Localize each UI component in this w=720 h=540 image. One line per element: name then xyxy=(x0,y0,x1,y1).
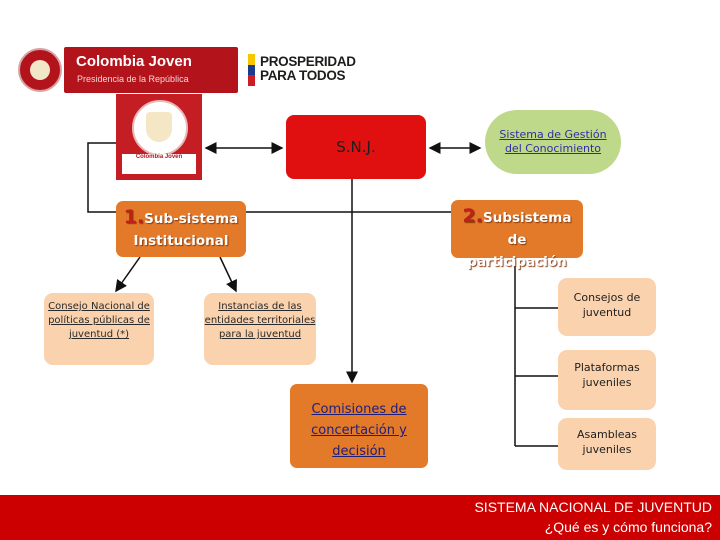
snj-box: S.N.J. xyxy=(286,115,426,179)
consejos-juventud-box: Consejos de juventud xyxy=(558,278,656,336)
consejo-nacional-box[interactable]: Consejo Nacional de políticas públicas d… xyxy=(44,293,154,365)
asambleas-box: Asambleas juveniles xyxy=(558,418,656,470)
footer-subtitle: ¿Qué es y cómo funciona? xyxy=(544,519,712,535)
consejo-nacional-link[interactable]: Consejo Nacional de políticas públicas d… xyxy=(48,301,150,340)
plataformas-label: Plataformas juveniles xyxy=(574,361,640,389)
subsystem-participation-box: 2.Subsistema de participación xyxy=(451,200,583,270)
sub2-number: 2. xyxy=(462,205,483,227)
sub2-title-line1: Subsistema de xyxy=(482,210,572,248)
snj-label: S.N.J. xyxy=(336,138,376,156)
prosperidad-line-2: PARA TODOS xyxy=(260,68,346,83)
coat-of-arms-icon xyxy=(132,100,188,156)
brand-subtitle: Presidencia de la República xyxy=(77,74,189,84)
brand-title: Colombia Joven xyxy=(76,53,192,70)
knowledge-system-link[interactable]: Sistema de Gestión del Conocimiento xyxy=(499,128,607,155)
sub1-to-consejo-arrow xyxy=(115,256,141,293)
sub1-title-line1: Sub-sistema xyxy=(144,211,239,227)
colombia-seal-icon xyxy=(18,48,62,92)
comisiones-link[interactable]: Comisiones de concertación y decisión xyxy=(311,402,407,459)
footer-title: SISTEMA NACIONAL DE JUVENTUD xyxy=(474,499,712,515)
logo-to-sub1-line xyxy=(87,142,118,213)
colombia-joven-logo xyxy=(64,47,238,93)
comisiones-box[interactable]: Comisiones de concertación y decisión xyxy=(290,384,428,468)
sub1-to-instancias-arrow xyxy=(219,256,237,293)
sub2-title-line2: participación xyxy=(467,254,567,270)
sub1-title-line2: Institucional xyxy=(133,233,229,249)
sub1-number: 1. xyxy=(123,206,145,228)
prosperidad-logo: PROSPERIDAD PARA TODOS xyxy=(260,55,356,83)
instancias-link[interactable]: Instancias de las entidades territoriale… xyxy=(204,301,316,340)
knowledge-system-box[interactable]: Sistema de Gestión del Conocimiento xyxy=(485,110,621,174)
asambleas-label: Asambleas juveniles xyxy=(577,428,637,456)
footer-bar: SISTEMA NACIONAL DE JUVENTUD ¿Qué es y c… xyxy=(0,495,720,540)
prosperidad-line-1: PROSPERIDAD xyxy=(260,54,356,69)
colombia-joven-emblem: Colombia Joven xyxy=(116,94,202,180)
instancias-box[interactable]: Instancias de las entidades territoriale… xyxy=(204,293,316,365)
flag-colors-icon xyxy=(248,54,255,86)
emblem-label: Colombia Joven xyxy=(135,154,183,160)
plataformas-box: Plataformas juveniles xyxy=(558,350,656,410)
consejos-juventud-label: Consejos de juventud xyxy=(573,291,641,319)
subsystem-institutional-box: 1.Sub-sistema Institucional xyxy=(116,201,246,257)
